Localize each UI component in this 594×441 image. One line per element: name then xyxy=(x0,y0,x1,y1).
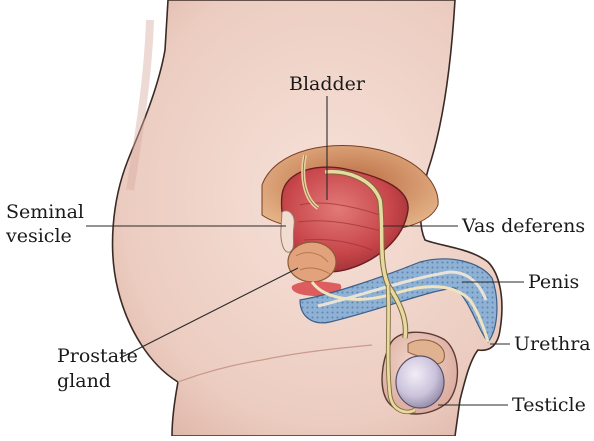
seminal-vesicle xyxy=(280,210,295,253)
label-bladder: Bladder xyxy=(289,73,366,95)
vas-deferens xyxy=(324,168,417,415)
label-penis: Penis xyxy=(528,271,579,293)
label-vas-deferens: Vas deferens xyxy=(461,215,585,237)
label-testicle: Testicle xyxy=(512,394,586,416)
label-seminal-line1: Seminal xyxy=(6,201,84,223)
testicle xyxy=(395,355,445,409)
label-prostate-line2: gland xyxy=(57,370,111,392)
epididymis xyxy=(407,339,445,365)
leader-lines xyxy=(86,96,524,406)
label-urethra: Urethra xyxy=(514,333,591,355)
leader-prostate-gland xyxy=(119,267,299,359)
prostate-gland xyxy=(287,241,337,283)
urethra xyxy=(310,281,490,343)
label-seminal-line2: vesicle xyxy=(5,225,72,247)
label-prostate-line1: Prostate xyxy=(57,345,138,367)
